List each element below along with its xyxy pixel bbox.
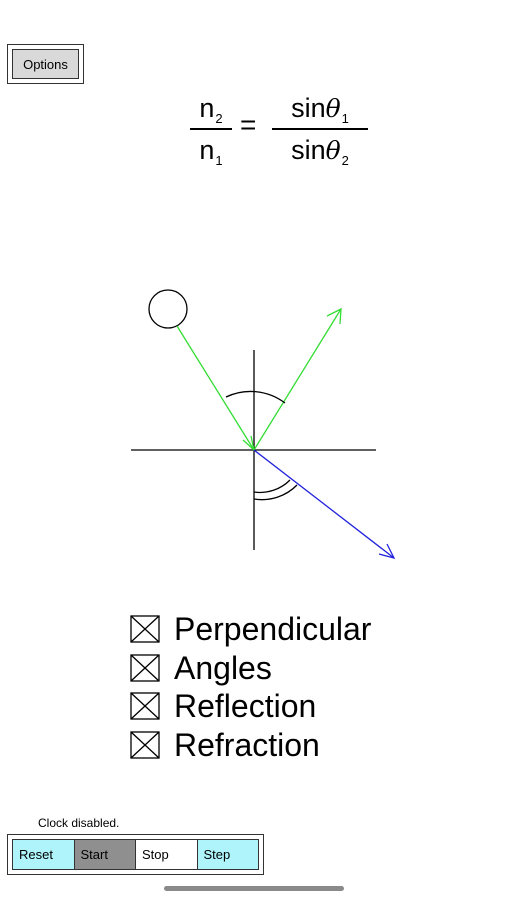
incident-arrowhead	[242, 435, 256, 452]
options-button[interactable]: Options	[12, 49, 79, 79]
theta1-subscript: 1	[341, 111, 349, 126]
n2-subscript: 2	[215, 111, 223, 126]
snell-law-equation: n2 n1 = sinθ1 sinθ2	[190, 90, 380, 180]
refracted-ray	[253, 449, 395, 559]
incidence-reflection-angle-arc	[225, 390, 286, 404]
angles-toggle[interactable]: Angles	[130, 649, 371, 688]
options-button-frame: Options	[7, 44, 84, 84]
n1-symbol: n	[199, 135, 215, 165]
home-indicator[interactable]	[164, 886, 344, 891]
incident-ray	[176, 325, 255, 451]
reflection-toggle[interactable]: Reflection	[130, 687, 371, 726]
fraction-bar	[190, 128, 232, 130]
refraction-angle-arc-inner	[253, 479, 291, 494]
refraction-toggle[interactable]: Refraction	[130, 726, 371, 765]
reflected-ray	[253, 308, 342, 451]
angles-label: Angles	[174, 649, 272, 686]
start-button[interactable]: Start	[74, 840, 136, 869]
checked-box-icon[interactable]	[130, 731, 160, 759]
perpendicular-label: Perpendicular	[174, 611, 372, 648]
refracted-arrowhead	[378, 543, 396, 559]
reflected-arrowhead	[326, 307, 342, 325]
perpendicular-toggle[interactable]: Perpendicular	[130, 610, 371, 649]
display-options-list: Perpendicular Angles Reflection	[130, 610, 371, 764]
clock-control-frame: Reset Start Stop Step	[7, 834, 264, 875]
checked-box-icon[interactable]	[130, 615, 160, 643]
checked-box-icon[interactable]	[130, 692, 160, 720]
clock-control-bar: Reset Start Stop Step	[12, 839, 259, 870]
sin-theta2-text: sin	[291, 135, 326, 165]
light-source-handle[interactable]	[148, 289, 188, 329]
stop-button[interactable]: Stop	[136, 840, 198, 869]
step-button[interactable]: Step	[197, 840, 258, 869]
index-ratio-fraction: n2 n1	[190, 90, 232, 168]
n2-symbol: n	[199, 93, 215, 123]
fraction-bar	[272, 128, 368, 130]
reset-button[interactable]: Reset	[13, 840, 75, 869]
theta2-symbol: θ	[325, 136, 341, 165]
reflection-label: Reflection	[174, 688, 317, 725]
checked-box-icon[interactable]	[130, 654, 160, 682]
clock-status-text: Clock disabled.	[38, 816, 120, 830]
n1-subscript: 1	[215, 153, 223, 168]
sin-theta1-text: sin	[291, 93, 326, 123]
refraction-angle-arc-outer	[253, 484, 298, 501]
equals-sign: =	[240, 109, 257, 140]
refraction-label: Refraction	[174, 726, 320, 763]
theta2-subscript: 2	[341, 153, 349, 168]
sine-ratio-fraction: sinθ1 sinθ2	[272, 90, 368, 168]
theta1-symbol: θ	[325, 94, 341, 123]
